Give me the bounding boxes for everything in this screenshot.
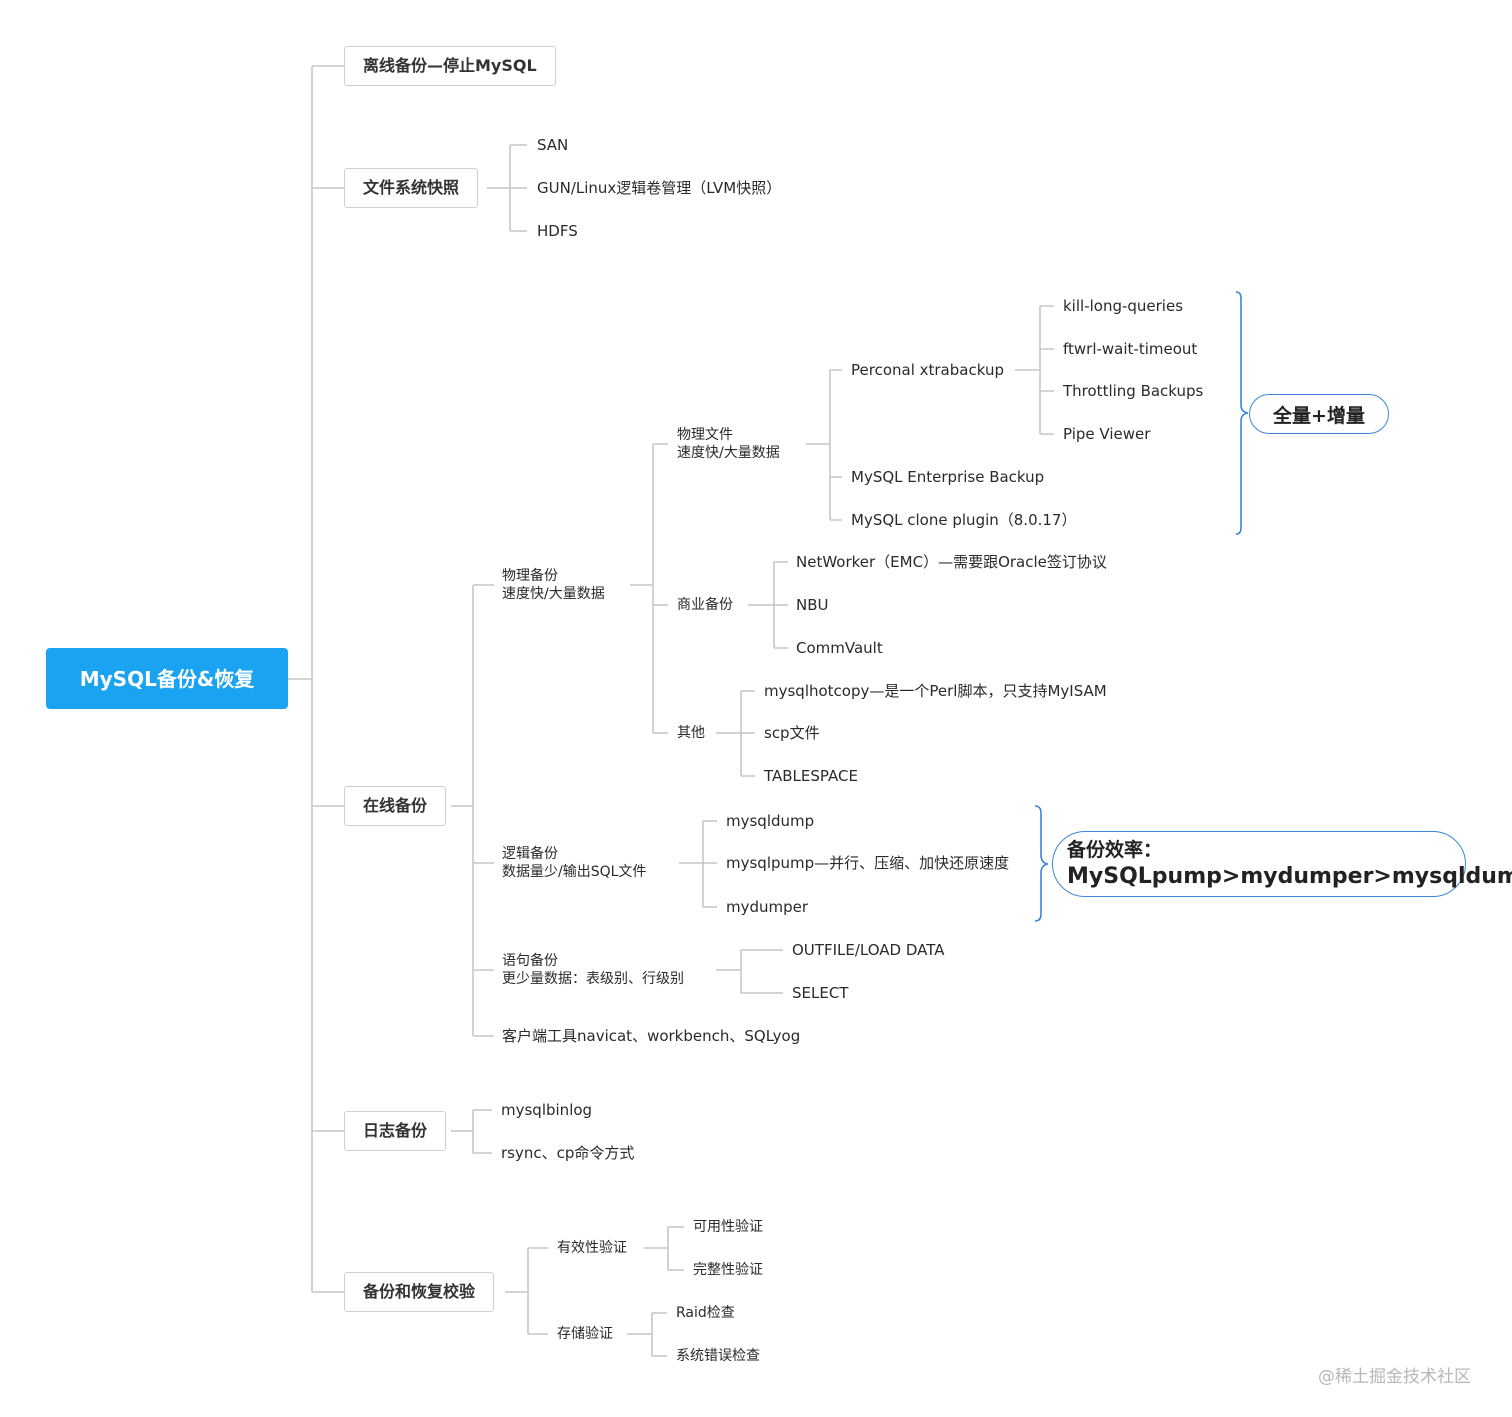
leaf-mysqlbinlog[interactable]: mysqlbinlog (501, 1101, 593, 1119)
node-xtrabackup[interactable]: Perconal xtrabackup (851, 361, 1004, 379)
watermark: @稀土掘金技术社区 (1318, 1367, 1471, 1387)
root-node[interactable]: MySQL备份&恢复 (46, 648, 288, 709)
leaf-availability-check[interactable]: 可用性验证 (693, 1219, 763, 1235)
statement-backup-title: 语句备份 (502, 953, 558, 969)
leaf-mydumper[interactable]: mydumper (726, 898, 809, 916)
node-offline-backup[interactable]: 离线备份—停止MySQL (344, 46, 556, 86)
leaf-rsync-cp[interactable]: rsync、cp命令方式 (501, 1144, 635, 1162)
leaf-client-tools[interactable]: 客户端工具navicat、workbench、SQLyog (502, 1027, 801, 1045)
leaf-integrity-check[interactable]: 完整性验证 (693, 1262, 763, 1278)
leaf-hdfs[interactable]: HDFS (537, 222, 578, 240)
leaf-system-error-check[interactable]: 系统错误检查 (676, 1348, 760, 1364)
node-log-backup[interactable]: 日志备份 (344, 1111, 447, 1151)
node-other[interactable]: 其他 (677, 725, 705, 741)
leaf-lvm[interactable]: GUN/Linux逻辑卷管理（LVM快照） (537, 179, 782, 197)
leaf-raid-check[interactable]: Raid检查 (676, 1305, 735, 1321)
leaf-kill-long-queries[interactable]: kill-long-queries (1063, 297, 1184, 315)
node-logical-backup[interactable]: 逻辑备份 数据量少/输出SQL文件 (502, 844, 646, 882)
leaf-nbu[interactable]: NBU (796, 596, 829, 614)
node-verify[interactable]: 备份和恢复校验 (344, 1272, 495, 1312)
node-statement-backup[interactable]: 语句备份 更少量数据：表级别、行级别 (502, 951, 684, 989)
leaf-mysqldump[interactable]: mysqldump (726, 812, 815, 830)
physical-backup-title: 物理备份 (502, 568, 558, 584)
summary-full-incremental[interactable]: 全量+增量 (1249, 394, 1389, 434)
leaf-tablespace[interactable]: TABLESPACE (764, 767, 858, 785)
leaf-san[interactable]: SAN (537, 136, 569, 154)
leaf-mysqlpump[interactable]: mysqlpump—并行、压缩、加快还原速度 (726, 854, 1010, 872)
leaf-pipe-viewer[interactable]: Pipe Viewer (1063, 425, 1151, 443)
leaf-select[interactable]: SELECT (792, 984, 849, 1002)
physical-files-title: 物理文件 (677, 427, 733, 443)
leaf-throttling-backups[interactable]: Throttling Backups (1063, 382, 1204, 400)
summary-backup-efficiency[interactable]: 备份效率： MySQLpump>mydumper>mysqldump (1052, 831, 1512, 897)
node-physical-files[interactable]: 物理文件 速度快/大量数据 (677, 425, 780, 463)
leaf-scp-files[interactable]: scp文件 (764, 724, 820, 742)
statement-backup-subtitle: 更少量数据：表级别、行级别 (502, 971, 684, 987)
leaf-enterprise-backup[interactable]: MySQL Enterprise Backup (851, 468, 1045, 486)
logical-backup-subtitle: 数据量少/输出SQL文件 (502, 864, 647, 880)
node-storage-check[interactable]: 存储验证 (557, 1326, 613, 1342)
leaf-clone-plugin[interactable]: MySQL clone plugin（8.0.17） (851, 511, 1077, 529)
node-online-backup[interactable]: 在线备份 (344, 786, 447, 826)
node-validity-check[interactable]: 有效性验证 (557, 1240, 627, 1256)
node-commercial-backup[interactable]: 商业备份 (677, 597, 733, 613)
leaf-outfile-load-data[interactable]: OUTFILE/LOAD DATA (792, 941, 945, 959)
physical-files-subtitle: 速度快/大量数据 (677, 445, 780, 461)
leaf-ftwrl-wait-timeout[interactable]: ftwrl-wait-timeout (1063, 340, 1198, 358)
summary-efficiency-title: 备份效率： (1067, 839, 1163, 861)
leaf-commvault[interactable]: CommVault (796, 639, 883, 657)
leaf-networker[interactable]: NetWorker（EMC）—需要跟Oracle签订协议 (796, 553, 1107, 571)
summary-efficiency-value: MySQLpump>mydumper>mysqldump (1067, 864, 1512, 889)
physical-backup-subtitle: 速度快/大量数据 (502, 586, 605, 602)
node-physical-backup[interactable]: 物理备份 速度快/大量数据 (502, 566, 605, 604)
leaf-mysqlhotcopy[interactable]: mysqlhotcopy—是一个Perl脚本，只支持MyISAM (764, 682, 1107, 700)
logical-backup-title: 逻辑备份 (502, 846, 558, 862)
node-filesystem-snapshot[interactable]: 文件系统快照 (344, 168, 479, 208)
